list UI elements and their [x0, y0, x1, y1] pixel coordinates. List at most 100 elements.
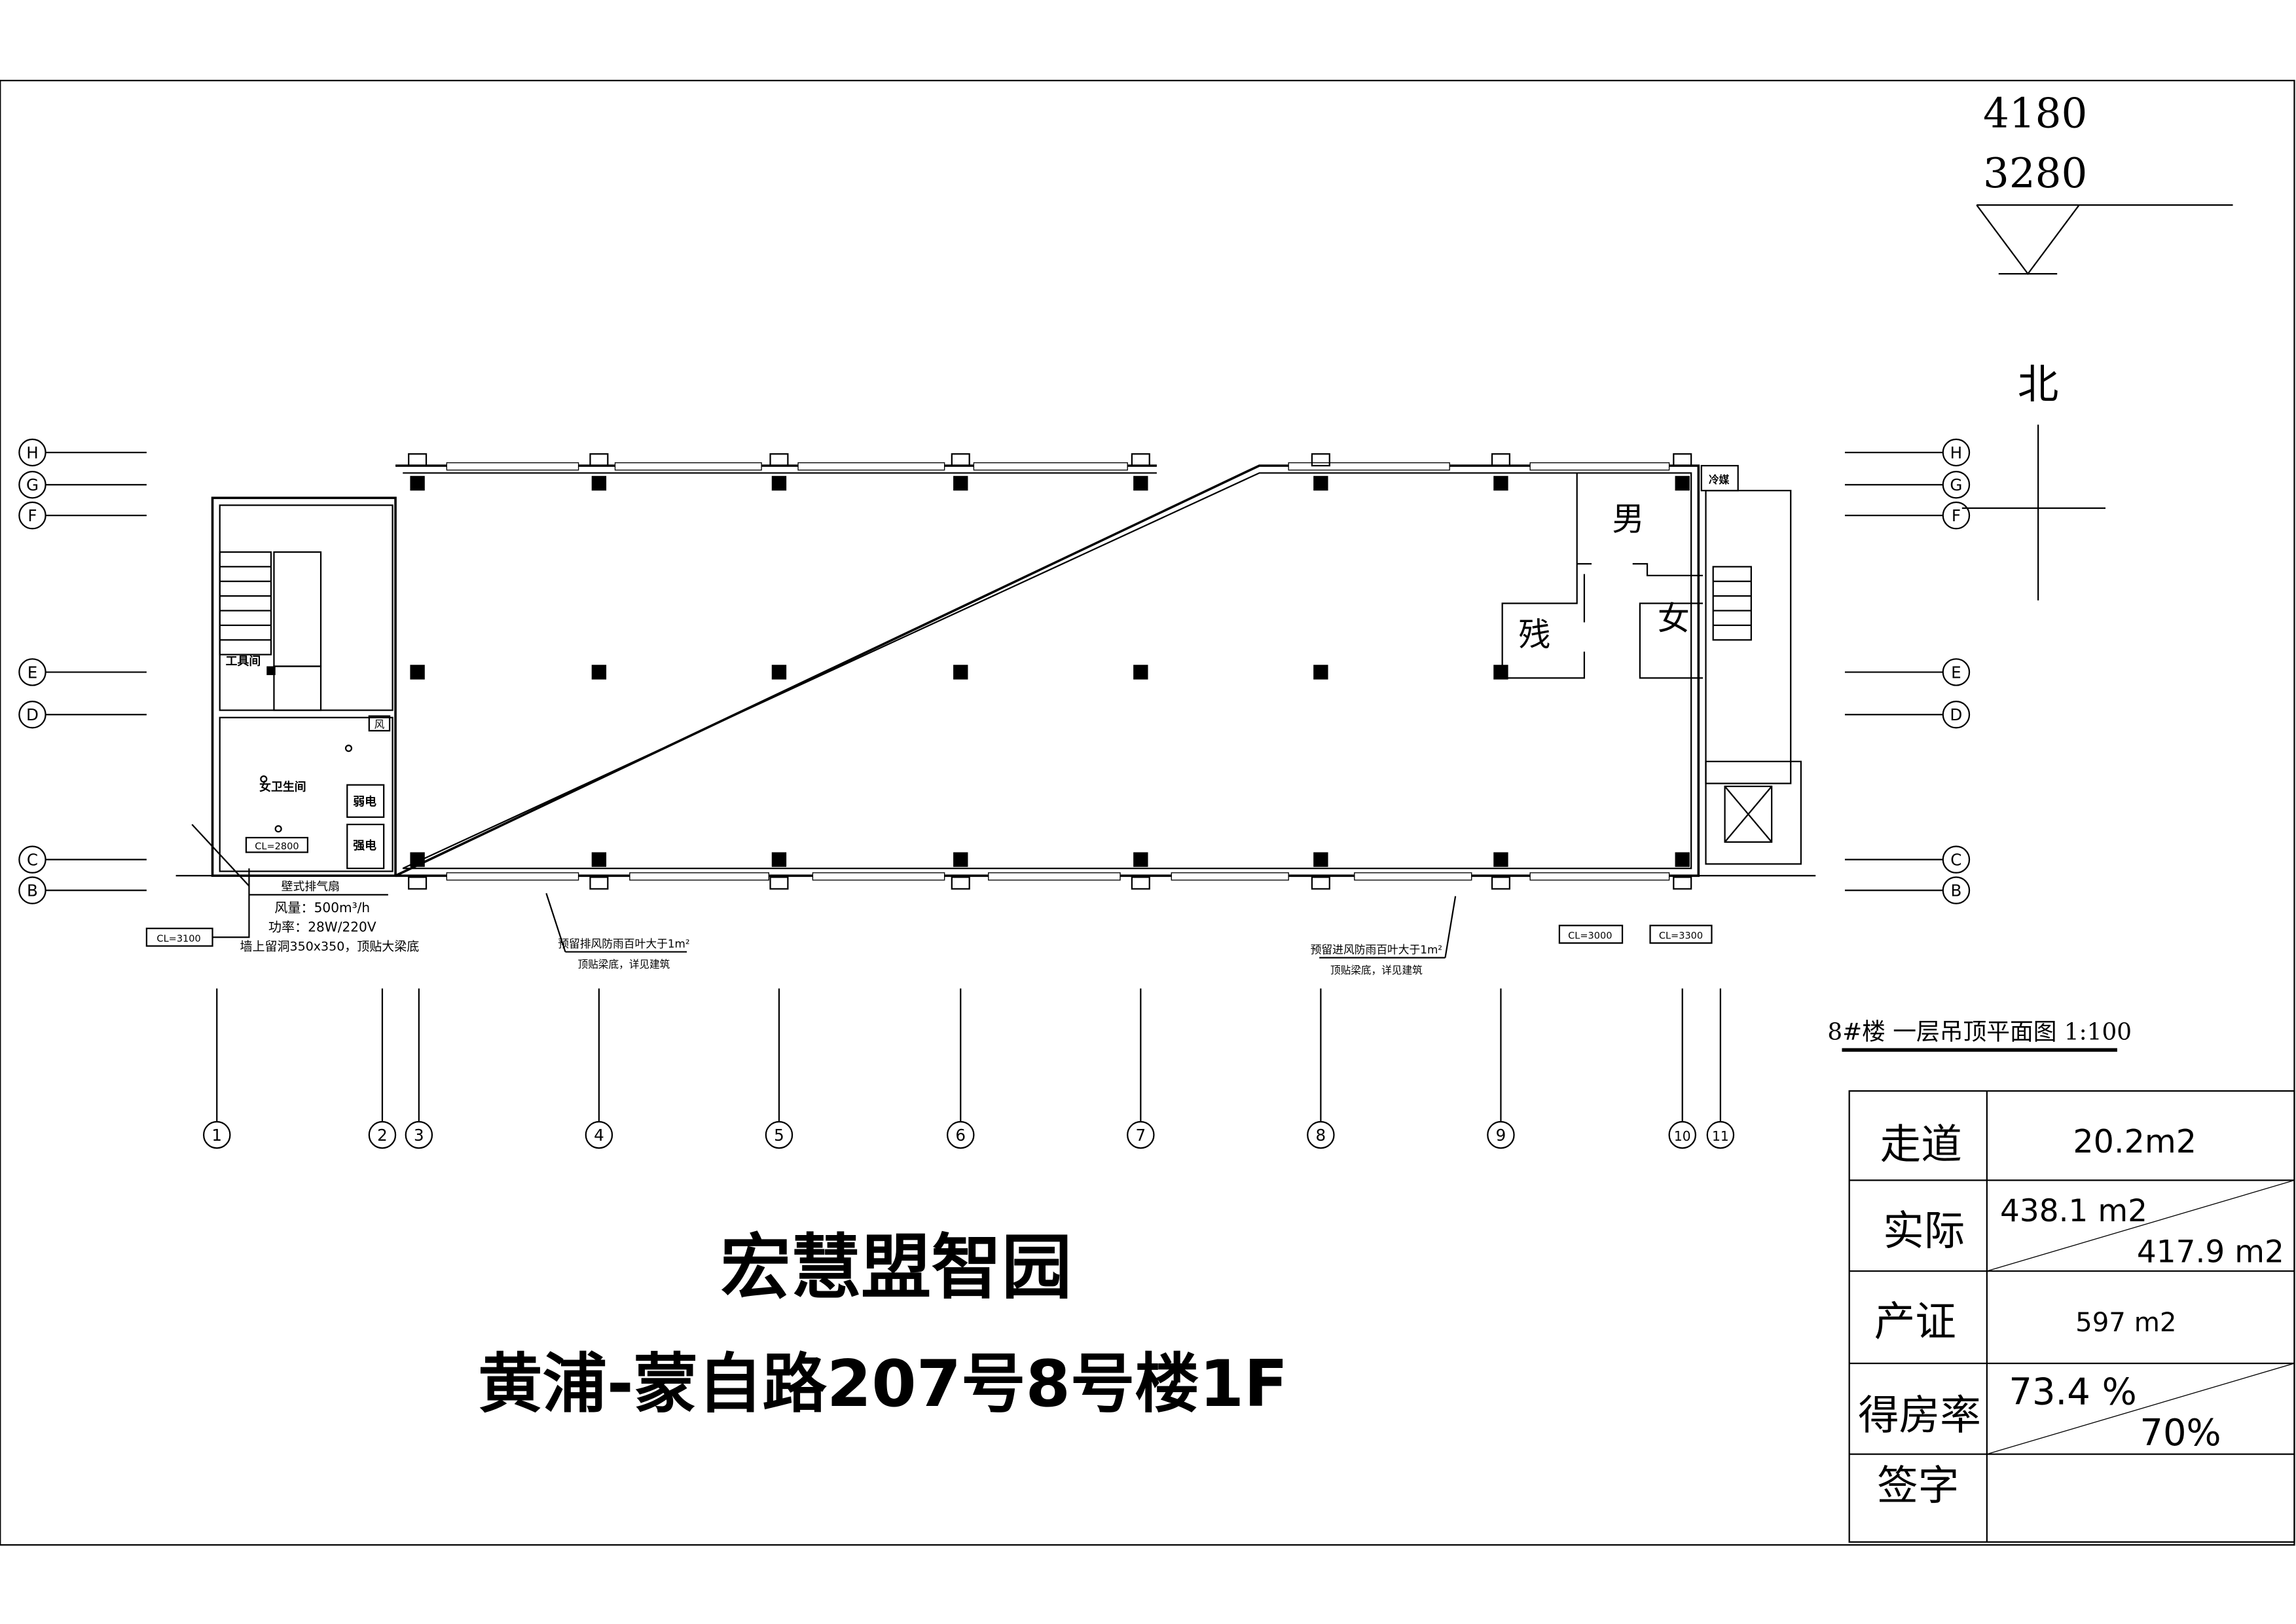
column-axis-label: 7 [1135, 1126, 1146, 1145]
row-axis-D: D [18, 701, 147, 729]
row-axis-C: C [18, 845, 147, 874]
row-axis-label: E [1951, 663, 1961, 682]
window [812, 872, 945, 881]
drawing-border [0, 79, 2295, 1546]
column-axis-11: 11 [1706, 988, 1735, 1149]
ratio-value-a: 73.4 % [2009, 1371, 2136, 1414]
column-axis-1: 1 [203, 988, 231, 1149]
window [629, 872, 769, 881]
structural-column [591, 852, 607, 867]
louver-note-intake: 预留进风防雨百叶大于1m² 顶贴梁底，详见建筑 [1311, 896, 1457, 976]
column-axis-8: 8 [1307, 988, 1335, 1149]
louver-note-exhaust: 预留排风防雨百叶大于1m² 顶贴梁底，详见建筑 [545, 893, 690, 970]
structural-column [1313, 665, 1328, 680]
row-axis-E: E [18, 658, 147, 686]
row-axis-B: B [1844, 876, 1971, 904]
womens-room-label: 女 [1658, 600, 1690, 638]
row-axis-label: H [26, 443, 38, 462]
column-axis-label: 11 [1712, 1128, 1729, 1144]
weak-power-room-label: 弱电 [353, 794, 376, 809]
actual-label: 实际 [1883, 1207, 1965, 1255]
louver-note-text: 顶贴梁底，详见建筑 [578, 958, 670, 970]
row-axis-label: G [26, 475, 39, 494]
ceiling-level-right: CL=3300 [1659, 931, 1703, 941]
column-axis-label: 1 [211, 1126, 222, 1145]
structural-column [1313, 852, 1328, 867]
row-axis-label: E [27, 663, 38, 682]
window [1529, 872, 1670, 881]
row-axis-G: G [1844, 470, 1971, 499]
column-axis-3: 3 [405, 988, 433, 1149]
column-axis-label: 3 [414, 1126, 424, 1145]
north-arrow: 北 [1961, 360, 2106, 600]
area-table: 走道 20.2m2 实际 438.1 m2 417.9 m2 产证 597 m2… [1848, 1090, 2295, 1543]
column-axis-10: 10 [1668, 988, 1696, 1149]
column-axis-label: 4 [594, 1126, 604, 1145]
column-axis-label: 6 [955, 1126, 966, 1145]
row-axis-E: E [1844, 658, 1971, 686]
fan-note-power: 功率：28W/220V [268, 919, 376, 934]
elevation-lower: 3280 [1983, 149, 2087, 197]
corridor-label: 走道 [1880, 1120, 1962, 1168]
building-plan: 工具间 女卫生间 弱电 强电 风 CL=2800 男 女 残 冷媒 [175, 453, 1816, 890]
ceiling-level-wc: CL=2800 [255, 841, 299, 852]
structural-column [953, 475, 968, 491]
structural-column [953, 665, 968, 680]
fan-note-opening: 墙上留洞350x350，顶贴大梁底 [240, 939, 420, 953]
signature-label: 签字 [1877, 1462, 1959, 1509]
actual-value-a: 438.1 m2 [2000, 1193, 2147, 1229]
exhaust-fan-note: 壁式排气扇 风量：500m³/h 功率：28W/220V 墙上留洞350x350… [145, 824, 420, 953]
row-axis-label: D [26, 705, 39, 724]
window [797, 462, 945, 471]
column-axis-5: 5 [765, 988, 793, 1149]
row-axis-C: C [1844, 845, 1971, 874]
column-axis-9: 9 [1487, 988, 1515, 1149]
actual-value-b: 417.9 m2 [2137, 1234, 2284, 1270]
structural-column [410, 852, 425, 867]
female-wc-label: 女卫生间 [259, 780, 306, 794]
column-axes: 1 2 3 4 5 6 7 8 9 10 11 [203, 988, 1735, 1149]
structural-column [1133, 475, 1148, 491]
louver-note-text: 预留进风防雨百叶大于1m² [1311, 943, 1442, 956]
structural-column [1675, 475, 1690, 491]
structural-column [1313, 475, 1328, 491]
window [973, 462, 1128, 471]
window [1288, 462, 1450, 471]
ratio-label: 得房率 [1858, 1392, 1981, 1439]
structural-column [410, 665, 425, 680]
row-axis-H: H [1844, 438, 1971, 467]
column-axis-label: 2 [377, 1126, 388, 1145]
structural-column [771, 475, 787, 491]
elevation-upper: 4180 [1983, 90, 2087, 138]
strong-power-room-label: 强电 [353, 838, 376, 853]
window [1354, 872, 1472, 881]
column-axis-label: 8 [1316, 1126, 1326, 1145]
row-axis-label: B [1950, 881, 1961, 900]
project-address: 黄浦-蒙自路207号8号楼1F [478, 1347, 1288, 1422]
column-axis-label: 9 [1496, 1126, 1506, 1145]
tool-room-label: 工具间 [226, 654, 261, 668]
fan-symbol: 风 [374, 718, 385, 730]
row-axis-label: F [1952, 506, 1961, 525]
structural-column [591, 475, 607, 491]
structural-column [953, 852, 968, 867]
mens-room-label: 男 [1612, 500, 1644, 538]
column-axis-7: 7 [1127, 988, 1155, 1149]
window [446, 462, 579, 471]
certificate-label: 产证 [1874, 1297, 1956, 1345]
certificate-value: 597 m2 [2075, 1308, 2176, 1338]
project-name: 宏慧盟智园 [721, 1227, 1072, 1308]
north-label: 北 [2018, 360, 2059, 408]
window [988, 872, 1121, 881]
row-axis-label: G [1950, 475, 1962, 494]
row-axis-H: H [18, 438, 147, 467]
corridor-value: 20.2m2 [2073, 1122, 2196, 1160]
structural-column [1493, 852, 1508, 867]
window [446, 872, 579, 881]
ratio-value-b: 70% [2140, 1412, 2221, 1454]
elevation-marker: 4180 3280 [1976, 90, 2233, 276]
row-axis-F: F [1844, 501, 1971, 530]
ceiling-level-mid: CL=3000 [1568, 931, 1612, 941]
